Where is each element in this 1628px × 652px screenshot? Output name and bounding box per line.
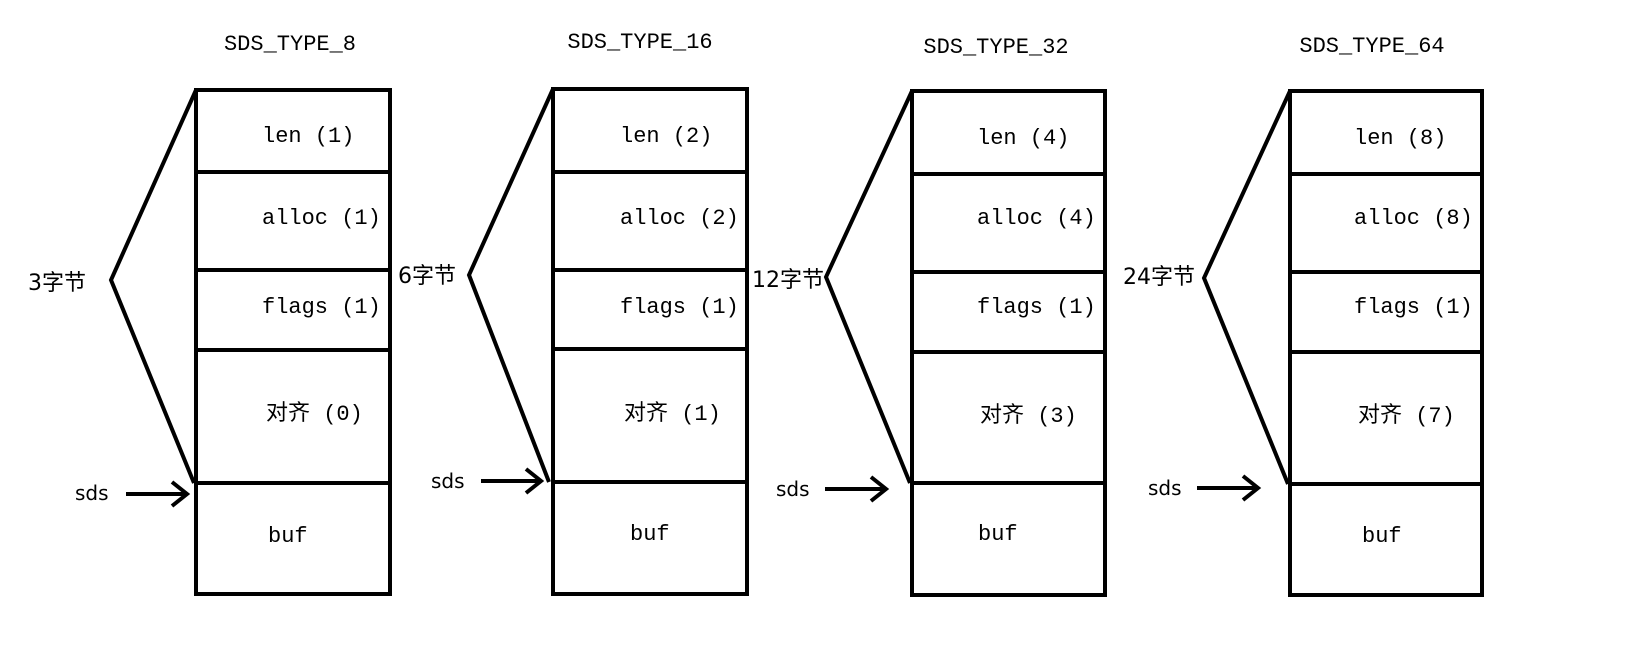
field-flags: flags (1) bbox=[1354, 295, 1473, 320]
sds-pointer-arrow bbox=[825, 475, 890, 503]
struct-title: SDS_TYPE_64 bbox=[1299, 34, 1444, 59]
field-align: 对齐 (1) bbox=[624, 401, 721, 427]
struct-title: SDS_TYPE_32 bbox=[923, 35, 1068, 60]
header-brace bbox=[1201, 90, 1292, 485]
field-flags: flags (1) bbox=[977, 295, 1096, 320]
field-align: 对齐 (0) bbox=[266, 401, 363, 427]
sds-pointer-arrow bbox=[126, 480, 191, 508]
sds-pointer-label: sds bbox=[75, 481, 109, 505]
field-alloc: alloc (2) bbox=[620, 206, 739, 231]
field-buf: buf bbox=[1362, 524, 1402, 549]
header-size-label: 3字节 bbox=[28, 271, 86, 296]
sds-pointer-label: sds bbox=[776, 477, 810, 501]
field-len: len (1) bbox=[262, 124, 354, 149]
field-flags: flags (1) bbox=[262, 295, 381, 320]
field-alloc: alloc (8) bbox=[1354, 206, 1473, 231]
sds-pointer-arrow bbox=[481, 467, 545, 495]
field-buf: buf bbox=[630, 522, 670, 547]
header-size-label: 24字节 bbox=[1123, 265, 1195, 290]
header-size-label: 12字节 bbox=[752, 268, 824, 293]
field-align: 对齐 (7) bbox=[1358, 403, 1455, 429]
struct-box bbox=[194, 88, 392, 596]
sds-pointer-label: sds bbox=[431, 469, 465, 493]
field-alloc: alloc (4) bbox=[977, 206, 1096, 231]
field-flags: flags (1) bbox=[620, 295, 739, 320]
sds-pointer-arrow bbox=[1197, 474, 1262, 502]
field-len: len (2) bbox=[620, 124, 712, 149]
sds-type-32-struct: SDS_TYPE_32 len (4) alloc (4) flags (1) … bbox=[752, 35, 1107, 597]
field-len: len (8) bbox=[1354, 126, 1446, 151]
struct-title: SDS_TYPE_8 bbox=[224, 32, 356, 57]
header-brace bbox=[823, 90, 914, 484]
header-size-label: 6字节 bbox=[398, 264, 456, 289]
sds-type-16-struct: SDS_TYPE_16 len (2) alloc (2) flags (1) … bbox=[398, 30, 749, 596]
field-buf: buf bbox=[978, 522, 1018, 547]
header-brace bbox=[466, 88, 555, 483]
struct-box bbox=[551, 87, 749, 596]
struct-box bbox=[910, 89, 1107, 597]
header-brace bbox=[108, 89, 198, 484]
struct-box bbox=[1288, 89, 1484, 597]
sds-pointer-label: sds bbox=[1148, 476, 1182, 500]
field-buf: buf bbox=[268, 524, 308, 549]
sds-type-64-struct: SDS_TYPE_64 len (8) alloc (8) flags (1) … bbox=[1123, 34, 1484, 597]
struct-title: SDS_TYPE_16 bbox=[567, 30, 712, 55]
sds-type-8-struct: SDS_TYPE_8 len (1) alloc (1) flags (1) 对… bbox=[28, 32, 392, 596]
field-alloc: alloc (1) bbox=[262, 206, 381, 231]
field-align: 对齐 (3) bbox=[980, 403, 1077, 429]
field-len: len (4) bbox=[977, 126, 1069, 151]
